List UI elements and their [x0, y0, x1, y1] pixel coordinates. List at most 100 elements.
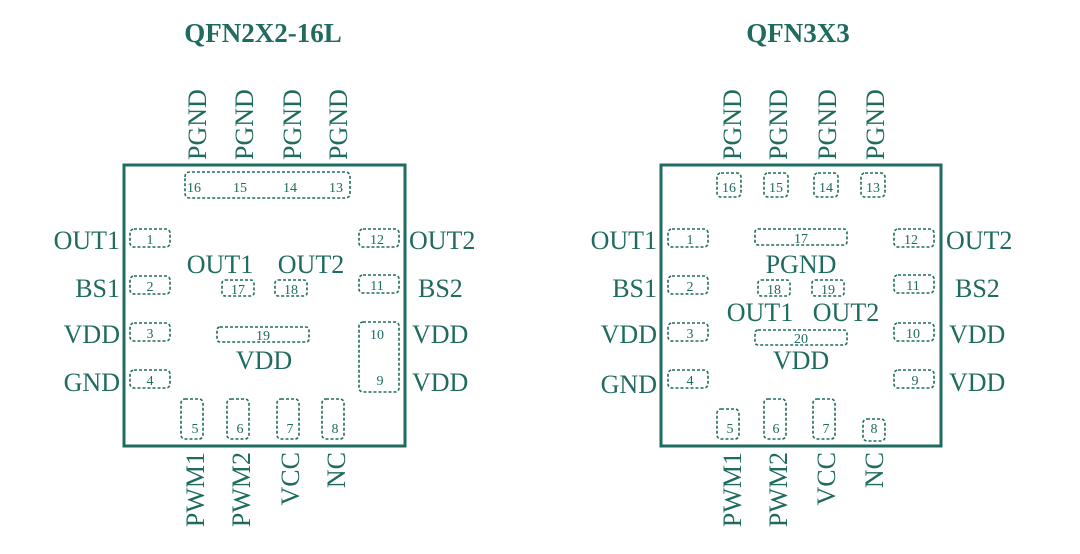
pin-label: VDD	[412, 320, 468, 349]
pin-pad	[860, 172, 886, 198]
pin-label: VDD	[949, 368, 1005, 397]
pin-pad	[812, 398, 836, 440]
pad-17: 17 PGND	[754, 228, 848, 279]
pin-pad	[893, 274, 935, 294]
pin-pad	[358, 274, 400, 294]
pin-1: 1 OUT1	[54, 226, 171, 255]
pin-pad	[667, 228, 709, 248]
pad-number: 19	[256, 329, 270, 344]
pin-pad	[226, 398, 250, 440]
pin-number: 4	[147, 374, 154, 389]
pin-number: 15	[233, 181, 247, 196]
pin-number: 1	[687, 233, 694, 248]
pin-6: 6 PWM2	[226, 398, 256, 527]
pad-outline	[757, 279, 791, 297]
pin-number: 10	[370, 328, 384, 343]
pin-number: 3	[147, 327, 154, 342]
pin-label: NC	[860, 452, 889, 488]
pin-number: 3	[687, 327, 694, 342]
pin-number: 15	[769, 181, 783, 196]
pad-number: 20	[794, 332, 808, 347]
pin-number: 4	[687, 374, 694, 389]
pin-pad	[667, 275, 709, 295]
pin-number: 13	[329, 181, 343, 196]
pin-label: PWM2	[227, 452, 256, 527]
pin-number: 11	[906, 279, 919, 294]
pin-label: VDD	[412, 368, 468, 397]
pin-label: PGND	[861, 89, 890, 160]
pin-label: PWM2	[764, 452, 793, 527]
pin-number: 16	[187, 181, 201, 196]
pin-label: PWM1	[181, 452, 210, 527]
pin-number: 10	[906, 327, 920, 342]
pin-8: 8 NC	[321, 398, 351, 488]
pad-number: 19	[821, 283, 835, 298]
pin-16: 16 PGND	[716, 89, 747, 198]
pin-7: 7 VCC	[812, 398, 841, 505]
pin-label: PGND	[764, 89, 793, 160]
pad-outline	[811, 279, 845, 297]
pin-pad	[716, 408, 740, 440]
pin-pad	[129, 275, 171, 295]
pin-label: BS2	[418, 274, 463, 303]
pin-number: 5	[192, 422, 199, 437]
pin-number: 11	[370, 279, 383, 294]
pin-number: 6	[773, 422, 780, 437]
pin-3: 3 VDD	[601, 320, 709, 349]
pad-label: OUT2	[813, 298, 879, 327]
pin-label: OUT1	[54, 226, 120, 255]
pin-10: 10 VDD	[370, 320, 468, 349]
pin-number: 12	[904, 233, 918, 248]
pin-pad	[763, 172, 789, 198]
pin-pad	[129, 322, 171, 342]
pin-number: 6	[237, 422, 244, 437]
pin-label: BS2	[955, 274, 1000, 303]
pad-outline	[754, 329, 848, 346]
pin-pad	[862, 418, 886, 442]
package-qfn3x3: QFN3X3 1 OUT1 2 BS1 3 VDD 4 GND 5 PWM1	[591, 18, 1013, 527]
pin-label: BS1	[612, 274, 657, 303]
pin-pad-9-10	[358, 321, 400, 393]
pad-number: 18	[767, 283, 781, 298]
pin-label: NC	[322, 452, 351, 488]
pin-label: PGND	[813, 89, 842, 160]
pad-outline	[274, 279, 308, 297]
pin-4: 4 GND	[601, 369, 709, 399]
pad-outline	[221, 279, 255, 297]
pin-9: 9 VDD	[893, 368, 1005, 397]
pin-6: 6 PWM2	[763, 398, 793, 527]
pad-label: OUT1	[187, 250, 253, 279]
pad-number: 17	[231, 283, 245, 298]
pin-pad	[763, 398, 787, 440]
pin-pad	[276, 398, 300, 440]
pad-20: 20 VDD	[754, 329, 848, 375]
pad-number: 17	[794, 232, 808, 247]
pin-label: GND	[601, 370, 657, 399]
pad-label: VDD	[236, 346, 292, 375]
pad-number: 18	[284, 283, 298, 298]
package-title: QFN2X2-16L	[184, 18, 342, 48]
pin-pad	[813, 172, 839, 198]
pin-13: 13 PGND	[324, 89, 353, 196]
pin-16: 16 PGND	[183, 89, 212, 196]
pin-14: 14 PGND	[813, 89, 842, 198]
pad-label: OUT1	[727, 298, 793, 327]
pin-11: 11 BS2	[358, 274, 463, 303]
pin-pad	[129, 228, 171, 248]
pin-number: 13	[866, 181, 880, 196]
pad-label: PGND	[766, 250, 837, 279]
pin-5: 5 PWM1	[716, 408, 747, 527]
pin-pad	[716, 172, 742, 198]
pin-pad	[129, 369, 171, 389]
pin-label: VDD	[949, 320, 1005, 349]
pin-2: 2 BS1	[612, 274, 709, 303]
package-body	[122, 163, 407, 448]
pin-label: VCC	[812, 452, 841, 505]
pin-15: 15 PGND	[230, 89, 259, 196]
pin-number: 7	[287, 422, 294, 437]
pin-pad	[893, 369, 935, 389]
pin-number: 14	[283, 181, 297, 196]
package-title: QFN3X3	[746, 18, 850, 48]
pin-14: 14 PGND	[278, 89, 307, 196]
